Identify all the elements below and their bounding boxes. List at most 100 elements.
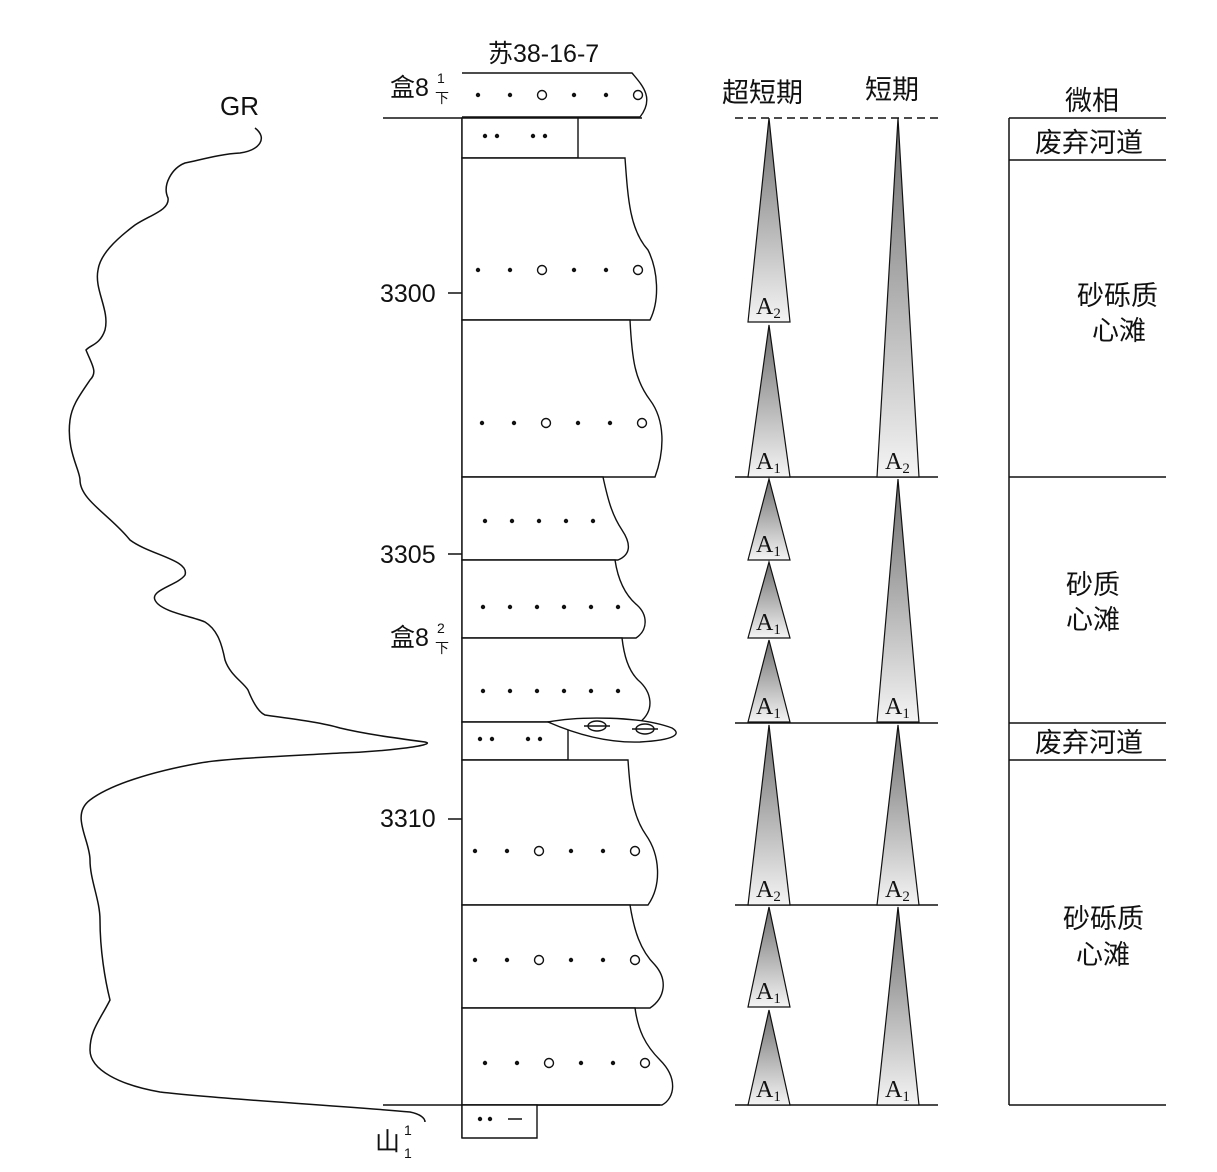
microfacies-sand-bar-line2: 心滩 xyxy=(1066,605,1120,636)
column-header-microfacies: 微相 xyxy=(1065,86,1119,117)
sand-dot-symbol xyxy=(590,518,596,524)
formation-middle-sub: 下 xyxy=(435,640,449,656)
sand-dot-symbol xyxy=(480,604,486,610)
sand-dot-symbol xyxy=(600,848,606,854)
sand-dot-symbol xyxy=(563,518,569,524)
ultra-short-cycle-triangle xyxy=(747,117,791,323)
sand-dot-symbol xyxy=(568,848,574,854)
bed-sand-6 xyxy=(461,637,651,723)
bed-top-sliver xyxy=(462,72,648,118)
sand-dot-symbol xyxy=(487,1116,493,1122)
microfacies-abandoned-channel-1: 废弃河道 xyxy=(1035,128,1143,159)
lithology-symbols xyxy=(472,89,651,1122)
sand-dot-symbol xyxy=(472,957,478,963)
short-cycle-triangle xyxy=(876,117,920,478)
sand-dot-symbol xyxy=(507,267,513,273)
sand-dot-symbol xyxy=(494,133,500,139)
sand-dot-symbol xyxy=(504,957,510,963)
cycle-header: 超短期 短期 xyxy=(722,75,938,119)
pebble-symbol xyxy=(533,845,545,857)
sand-dot-symbol xyxy=(568,957,574,963)
sand-dot-symbol xyxy=(571,267,577,273)
sand-dot-symbol xyxy=(475,267,481,273)
sand-dot-symbol xyxy=(536,518,542,524)
bed-fine-sand-7 xyxy=(461,721,569,761)
depth-label-3300: 3300 xyxy=(380,280,436,308)
sand-dot-symbol xyxy=(514,1060,520,1066)
pebble-symbol xyxy=(639,1057,651,1069)
formation-bottom-sub: 1 xyxy=(404,1145,412,1161)
sand-dot-symbol xyxy=(600,957,606,963)
ultra-short-cycle-triangle xyxy=(747,906,791,1008)
microfacies-sand-bar-line1: 砂质 xyxy=(1066,570,1120,601)
bed-bottom-mud xyxy=(461,1104,538,1139)
sand-dot-symbol xyxy=(489,736,495,742)
formation-top-base: 盒8 xyxy=(390,74,429,102)
pebble-symbol xyxy=(543,1057,555,1069)
sand-dot-symbol xyxy=(480,688,486,694)
sand-dot-symbol xyxy=(610,1060,616,1066)
lithology-column xyxy=(383,72,677,1139)
bed-gravel-sand-9 xyxy=(461,904,664,1009)
depth-label-3310: 3310 xyxy=(380,805,436,833)
sand-dot-symbol xyxy=(482,133,488,139)
sand-dot-symbol xyxy=(504,848,510,854)
sand-dot-symbol xyxy=(561,688,567,694)
formation-bottom-base: 山 xyxy=(375,1128,400,1156)
formation-label-top: 盒8 1 下 xyxy=(390,70,449,106)
sand-dot-symbol xyxy=(477,736,483,742)
sand-dot-symbol xyxy=(607,420,613,426)
sand-dot-symbol xyxy=(475,92,481,98)
sand-dot-symbol xyxy=(588,688,594,694)
bed-fine-sand-1 xyxy=(461,117,579,159)
sand-dot-symbol xyxy=(507,92,513,98)
sand-dot-symbol xyxy=(479,420,485,426)
microfacies-gravel-bar-1-line2: 心滩 xyxy=(1092,316,1146,347)
formation-middle-base: 盒8 xyxy=(390,624,429,652)
pebble-symbol xyxy=(540,417,552,429)
microfacies-abandoned-channel-2: 废弃河道 xyxy=(1035,728,1143,759)
bed-gravel-sand-3 xyxy=(461,319,663,478)
sand-dot-symbol xyxy=(530,133,536,139)
pebble-symbol xyxy=(632,89,644,101)
sand-dot-symbol xyxy=(477,1116,483,1122)
ultra-short-cycle-triangle xyxy=(747,639,791,723)
sand-dot-symbol xyxy=(537,736,543,742)
sand-dot-symbol xyxy=(561,604,567,610)
sand-dot-symbol xyxy=(575,420,581,426)
sand-dot-symbol xyxy=(615,688,621,694)
depth-scale: 3300 3305 3310 xyxy=(380,280,463,833)
sand-dot-symbol xyxy=(511,420,517,426)
pebble-symbol xyxy=(629,845,641,857)
ultra-short-cycle-triangle xyxy=(747,1009,791,1106)
bed-gravel-sand-10 xyxy=(461,1007,674,1106)
sand-dot-symbol xyxy=(588,604,594,610)
pebble-symbol xyxy=(632,264,644,276)
well-name: 苏38-16-7 xyxy=(488,40,599,68)
pebble-symbol xyxy=(636,417,648,429)
short-cycle-triangle xyxy=(876,724,920,906)
sand-dot-symbol xyxy=(578,1060,584,1066)
formation-middle-sup: 2 xyxy=(437,620,445,636)
formation-label-bottom: 山 1 1 xyxy=(375,1122,412,1161)
pebble-symbol xyxy=(533,954,545,966)
sand-dot-symbol xyxy=(525,736,531,742)
pebble-symbol xyxy=(536,89,548,101)
ultra-short-cycle-triangle xyxy=(747,724,791,906)
microfacies-column: 微相 废弃河道 砂砾质 心滩 砂质 心滩 废弃河道 砂砾质 心滩 xyxy=(1008,86,1166,1106)
pebble-symbol xyxy=(536,264,548,276)
gr-curve xyxy=(68,127,429,1123)
formation-top-sup: 1 xyxy=(437,70,445,86)
sand-dot-symbol xyxy=(615,604,621,610)
microfacies-gravel-bar-2-line1: 砂砾质 xyxy=(1063,904,1144,935)
bed-sand-4 xyxy=(461,476,629,561)
sand-dot-symbol xyxy=(534,604,540,610)
short-cycle-triangle xyxy=(876,478,920,723)
sand-dot-symbol xyxy=(509,518,515,524)
sand-dot-symbol xyxy=(507,604,513,610)
sand-dot-symbol xyxy=(482,518,488,524)
formation-label-middle: 盒8 2 下 xyxy=(390,620,449,656)
